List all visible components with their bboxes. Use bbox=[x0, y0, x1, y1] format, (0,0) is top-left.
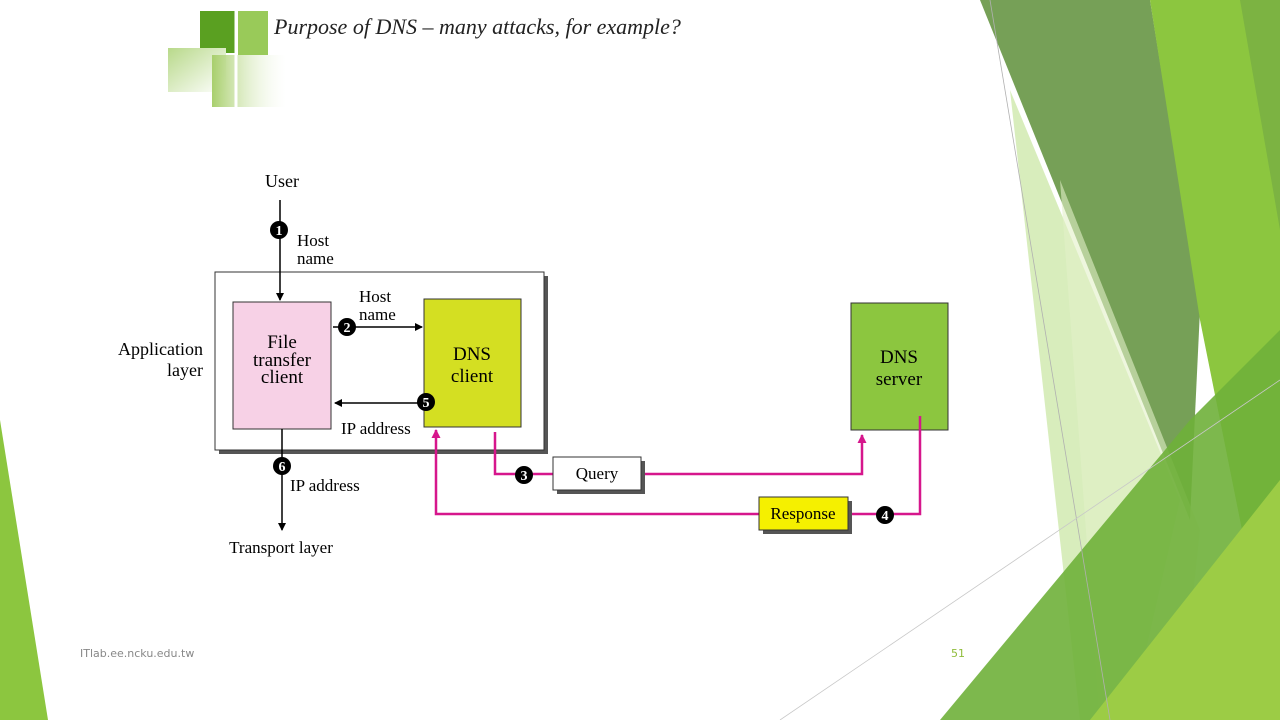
host-name-label-1a: Host bbox=[297, 231, 329, 250]
dns-server-label-2: server bbox=[876, 369, 923, 390]
query-label: Query bbox=[576, 464, 619, 483]
ftp-client-label-1: File bbox=[267, 332, 297, 353]
page-number: 51 bbox=[951, 647, 965, 660]
host-name-label-2a: Host bbox=[359, 287, 391, 306]
ftp-client-label-3: client bbox=[261, 367, 304, 388]
user-label: User bbox=[265, 171, 299, 191]
step-5: 5 bbox=[423, 396, 430, 411]
ftp-client-box bbox=[232, 301, 332, 430]
application-layer-label-2: layer bbox=[167, 360, 203, 380]
response-label: Response bbox=[770, 504, 835, 523]
step-1: 1 bbox=[276, 224, 283, 239]
ip-address-label-1: IP address bbox=[341, 419, 411, 438]
ftp-client-label-2: transfer bbox=[253, 350, 312, 371]
query-box bbox=[552, 456, 642, 491]
step-2: 2 bbox=[344, 321, 351, 336]
transport-layer-label: Transport layer bbox=[229, 538, 333, 557]
ip-address-label-2: IP address bbox=[290, 476, 360, 495]
step-3: 3 bbox=[521, 469, 528, 484]
dns-server-label-1: DNS bbox=[880, 347, 918, 368]
host-name-label-2b: name bbox=[359, 305, 396, 324]
footer-text: ITlab.ee.ncku.edu.tw bbox=[80, 647, 195, 660]
response-flow-line bbox=[431, 416, 922, 516]
dns-client-box bbox=[423, 298, 522, 428]
slide-title: Purpose of DNS – many attacks, for examp… bbox=[274, 14, 681, 39]
application-layer-label-1: Application bbox=[118, 339, 203, 359]
step-badges bbox=[270, 221, 894, 524]
step-4: 4 bbox=[882, 509, 889, 524]
dns-client-label-2: client bbox=[451, 366, 494, 387]
response-box bbox=[758, 496, 849, 531]
query-flow-line bbox=[493, 432, 867, 476]
step-6: 6 bbox=[279, 460, 286, 475]
dns-server-box bbox=[850, 302, 949, 431]
dns-client-label-1: DNS bbox=[453, 344, 491, 365]
host-name-label-1b: name bbox=[297, 249, 334, 268]
